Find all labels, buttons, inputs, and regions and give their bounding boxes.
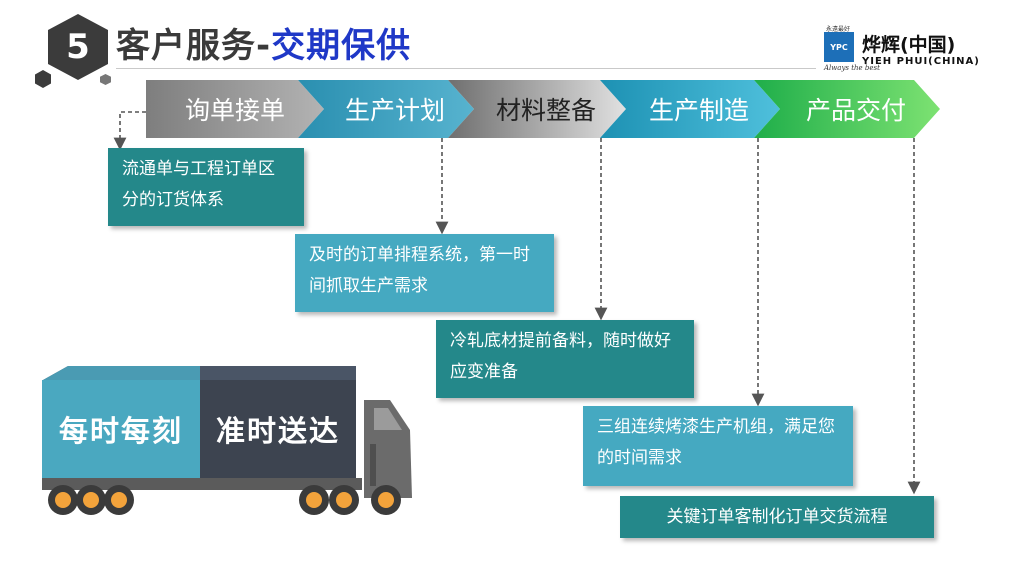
process-step-manufacturing: 生产制造 — [600, 80, 780, 138]
detail-text: 及时的订单排程系统，第一时间抓取生产需求 — [309, 245, 530, 296]
truck-trailer-left: 每时每刻 — [42, 380, 200, 478]
process-step-delivery: 产品交付 — [754, 80, 940, 138]
detail-text: 冷轧底材提前备料，随时做好应变准备 — [450, 331, 671, 382]
process-step-label: 询单接单 — [184, 96, 285, 125]
detail-box-key-orders: 关键订单客制化订单交货流程 — [620, 496, 934, 538]
logo-chinese-name: 烨辉(中国) — [862, 34, 956, 56]
truck-illustration — [42, 366, 412, 515]
detail-box-production-lines: 三组连续烤漆生产机组，满足您的时间需求 — [583, 406, 853, 486]
logo-mark: YPC — [824, 32, 854, 62]
title-main: 客户服务- — [116, 26, 272, 66]
process-step-label: 生产制造 — [648, 96, 749, 125]
section-number-badge: 5 — [44, 12, 112, 82]
detail-text: 三组连续烤漆生产机组，满足您的时间需求 — [597, 417, 835, 468]
title-accent: 交期保供 — [271, 26, 412, 66]
tiny-hexagon-icon — [100, 74, 111, 85]
logo-english-name: YIEH PHUI(CHINA) — [862, 56, 980, 67]
detail-box-prestock: 冷轧底材提前备料，随时做好应变准备 — [436, 320, 694, 398]
detail-box-ordering-system: 流通单与工程订单区分的订货体系 — [108, 148, 304, 226]
truck-trailer-right: 准时送达 — [200, 380, 356, 478]
detail-text: 流通单与工程订单区分的订货体系 — [122, 159, 275, 210]
section-number: 5 — [66, 27, 90, 67]
truck-slogan-right: 准时送达 — [215, 414, 340, 448]
company-logo: 永遠最好 YPC Always the best 烨辉(中国) YIEH PHU… — [822, 24, 1002, 78]
truck-slogan-left: 每时每刻 — [58, 414, 183, 448]
connector-inquiry — [113, 111, 146, 151]
logo-small-text: 永遠最好 — [826, 26, 851, 33]
process-step-materials: 材料整备 — [448, 80, 626, 138]
logo-tagline: Always the best — [824, 64, 880, 72]
detail-box-scheduling: 及时的订单排程系统，第一时间抓取生产需求 — [295, 234, 554, 312]
page-title: 客户服务-交期保供 — [116, 18, 411, 67]
process-step-label: 材料整备 — [495, 96, 596, 125]
process-step-label: 产品交付 — [805, 96, 906, 125]
process-step-inquiry: 询单接单 — [146, 80, 324, 138]
header-divider — [116, 68, 816, 69]
small-hexagon-icon — [35, 70, 51, 88]
process-step-label: 生产计划 — [344, 96, 445, 125]
detail-text: 关键订单客制化订单交货流程 — [666, 507, 888, 527]
process-step-planning: 生产计划 — [298, 80, 474, 138]
